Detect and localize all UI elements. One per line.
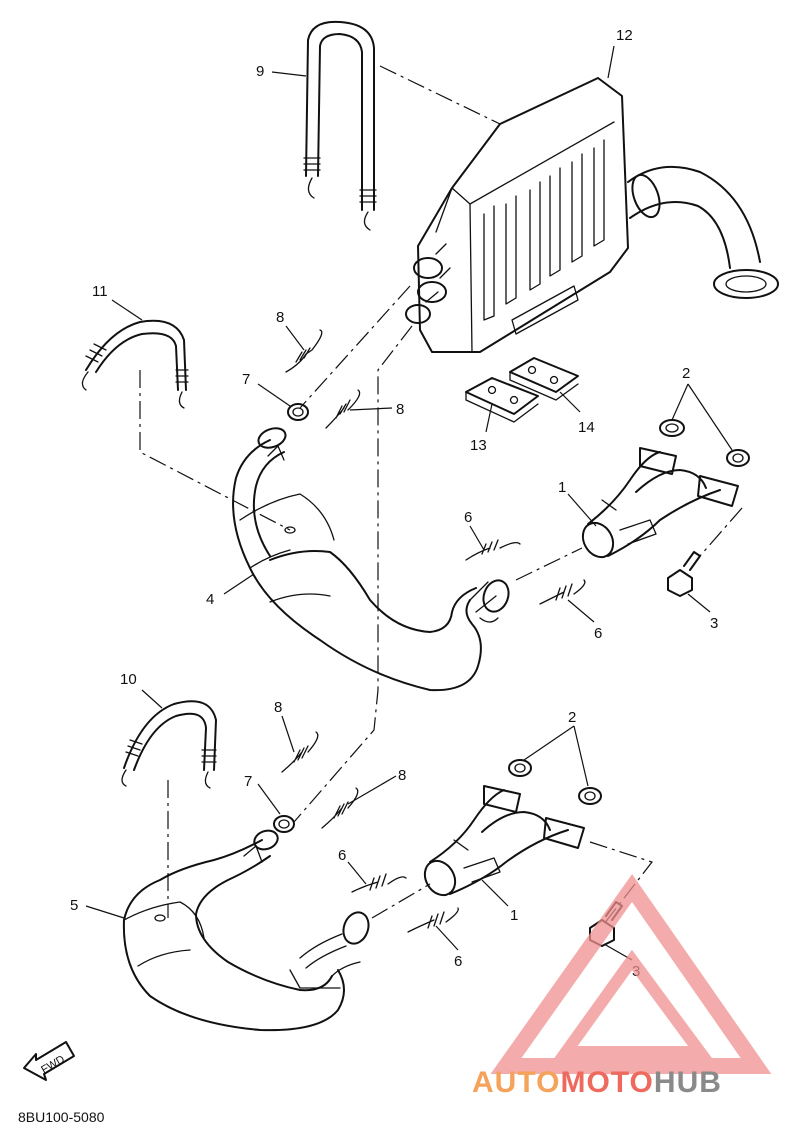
callout-6-c: 6 (338, 847, 346, 864)
bolt-part-3-upper (667, 551, 701, 597)
gasket-part-2-d (578, 787, 602, 805)
fwd-label: FWD (39, 1053, 67, 1076)
bracket-part-13 (465, 377, 539, 423)
leader-lines (85, 45, 733, 961)
callout-6-d: 6 (454, 953, 462, 970)
callout-5: 5 (70, 897, 78, 914)
callout-7-a: 7 (242, 371, 250, 388)
callout-7-b: 7 (244, 773, 252, 790)
callout-2-b: 2 (568, 709, 576, 726)
gasket-part-7-lower (273, 815, 295, 833)
watermark-part-c: HUB (654, 1066, 722, 1099)
callout-8-a: 8 (276, 309, 284, 326)
callout-8-d: 8 (398, 767, 406, 784)
callout-8-c: 8 (274, 699, 282, 716)
exhaust-pipe-part-4 (232, 427, 510, 692)
callout-labels: 12 9 11 8 7 8 2 13 14 1 6 4 3 6 10 8 2 7… (70, 27, 718, 980)
callout-6-a: 6 (464, 509, 472, 526)
forward-arrow-icon: FWD (23, 1041, 75, 1081)
alignment-lines (139, 65, 743, 925)
watermark-triangle-inner (554, 949, 712, 1058)
watermark-triangle (490, 874, 772, 1074)
spring-part-8-lower-a (281, 731, 319, 773)
spring-part-6-lower-b (407, 907, 459, 933)
watermark-logo-icon (490, 874, 772, 1074)
svg-text:AUTOMOTOHUB: AUTOMOTOHUB (472, 1066, 722, 1099)
tailpipe (627, 165, 779, 299)
exhaust-pipe-part-5 (122, 829, 370, 1032)
callout-11: 11 (92, 283, 108, 300)
spring-part-8-upper-a (285, 329, 323, 373)
muffler-part-12 (405, 77, 629, 353)
callout-12: 12 (616, 27, 633, 44)
callout-9: 9 (256, 63, 264, 80)
spring-part-6-upper-a (465, 539, 521, 561)
watermark-part-a: AUTO (472, 1066, 560, 1099)
callout-2-a: 2 (682, 365, 690, 382)
spring-part-8-upper-b (325, 389, 361, 429)
spring-part-6-lower-a (351, 873, 407, 893)
spring-hook-part-11 (81, 319, 189, 409)
callout-8-b: 8 (396, 401, 404, 418)
callout-13: 13 (470, 437, 487, 454)
bracket-part-14 (509, 357, 579, 401)
callout-6-b: 6 (594, 625, 602, 642)
callout-14: 14 (578, 419, 595, 436)
callout-3-a: 3 (710, 615, 718, 632)
callout-1-a: 1 (558, 479, 566, 496)
y-pipe-part-1-upper (581, 447, 739, 559)
gasket-part-2-c (508, 759, 532, 777)
spring-hook-part-10 (121, 700, 217, 789)
gasket-part-2-a (659, 419, 685, 437)
spring-part-8-lower-b (321, 787, 359, 829)
callout-1-b: 1 (510, 907, 518, 924)
spring-hook-part-9 (303, 20, 377, 231)
gasket-part-2-b (726, 449, 750, 467)
spring-part-6-upper-b (539, 579, 586, 605)
watermark-part-b: MOTO (560, 1066, 653, 1099)
callout-10: 10 (120, 671, 137, 688)
callout-4: 4 (206, 591, 214, 608)
y-pipe-part-1-lower (423, 785, 585, 897)
gasket-part-7-upper (287, 403, 309, 421)
watermark-text: AUTOMOTOHUB (472, 1066, 722, 1099)
part-code: 8BU100-5080 (18, 1109, 105, 1125)
